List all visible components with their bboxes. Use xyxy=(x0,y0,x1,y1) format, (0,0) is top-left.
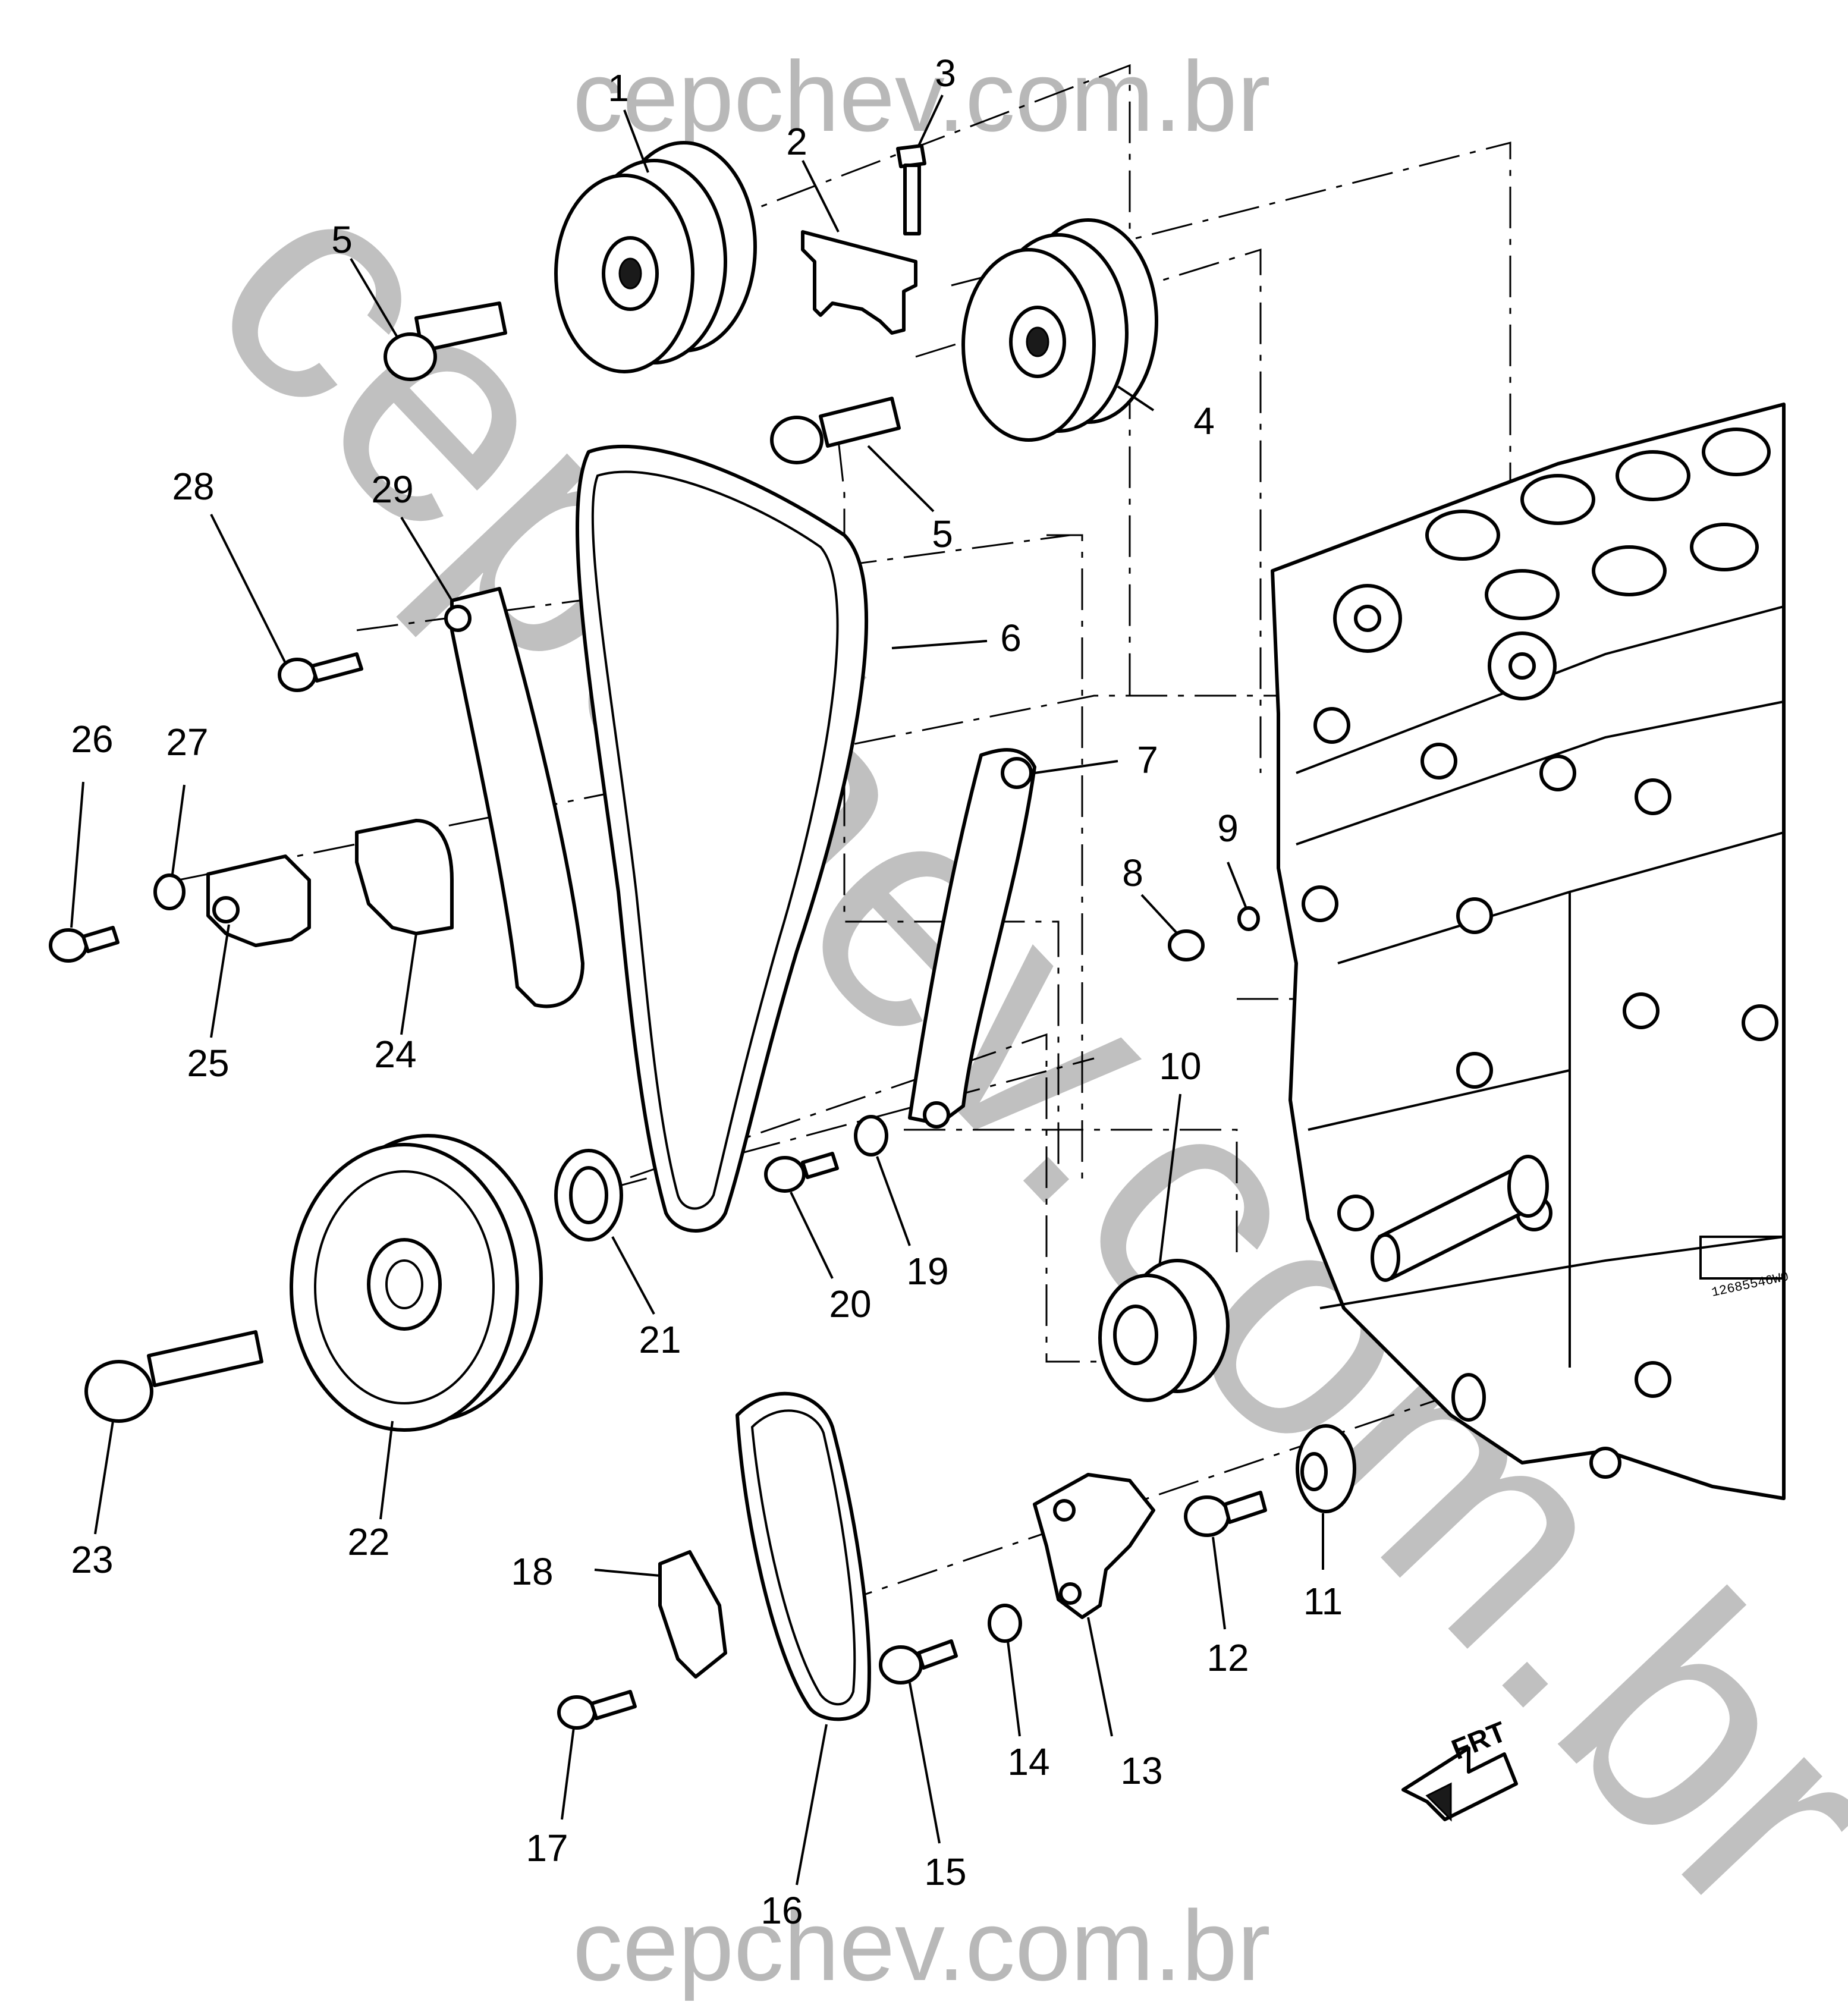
callout-9: 9 xyxy=(1217,807,1239,850)
callout-5-intake: 5 xyxy=(331,218,353,261)
tensioner-bolt-26 xyxy=(49,926,120,963)
callout-15: 15 xyxy=(924,1850,966,1893)
tensioner-spacer xyxy=(988,1604,1022,1643)
centerline-guide-lower xyxy=(904,1129,1238,1261)
centerline-guide xyxy=(1046,534,1083,1183)
watermark-top: cepchev.com.br xyxy=(573,40,1270,152)
callout-6: 6 xyxy=(1000,617,1022,659)
callout-25: 25 xyxy=(187,1042,229,1085)
crankshaft-front-seal xyxy=(554,1149,623,1242)
chain-guide-left xyxy=(444,587,584,1008)
callout-11: 11 xyxy=(1303,1580,1343,1623)
crankshaft-balancer xyxy=(290,1134,543,1432)
guide-bolt-20 xyxy=(764,1152,839,1193)
tensioner-spacer-27 xyxy=(153,873,186,910)
oil-pump-sprocket-bolt xyxy=(1184,1491,1267,1537)
callout-2: 2 xyxy=(786,120,807,163)
centerline-crank-seal xyxy=(630,1033,1165,1363)
timing-chain-tensioner xyxy=(206,854,311,947)
callout-17: 17 xyxy=(526,1827,568,1869)
bracket-bolt xyxy=(896,144,926,235)
callout-4: 4 xyxy=(1193,400,1215,442)
camshaft-bracket xyxy=(801,230,917,335)
callout-5-exhaust: 5 xyxy=(932,513,953,555)
guide-spacer-19 xyxy=(854,1115,888,1157)
cam-bolt-exhaust xyxy=(770,397,901,464)
intake-camshaft-sprocket xyxy=(554,141,757,373)
tensioner-gasket xyxy=(355,819,454,935)
tensioner-bolt xyxy=(879,1639,958,1685)
oil-pump-chain xyxy=(736,1391,871,1721)
callout-21: 21 xyxy=(639,1318,681,1361)
callout-22: 22 xyxy=(347,1520,389,1563)
callout-27: 27 xyxy=(166,721,208,763)
callout-1: 1 xyxy=(608,67,629,109)
callout-7: 7 xyxy=(1137,738,1158,781)
guide-bolt-28 xyxy=(278,652,363,692)
oil-pump-sprocket xyxy=(1296,1424,1356,1513)
seal-ring-9 xyxy=(1237,906,1260,931)
front-direction-indicator: FRT xyxy=(1401,1716,1518,1822)
callout-18: 18 xyxy=(511,1550,553,1593)
oil-pump-chain-tensioner xyxy=(1033,1473,1155,1619)
callout-19: 19 xyxy=(906,1250,948,1293)
watermark-bottom: cepchev.com.br xyxy=(573,1890,1270,2001)
centerline-exhaust-cam-upper xyxy=(951,142,1511,630)
callout-13: 13 xyxy=(1120,1749,1162,1792)
centerline-exhaust-cam xyxy=(915,248,1262,773)
chain-guide-right xyxy=(908,748,1036,1129)
callout-14: 14 xyxy=(1007,1740,1049,1783)
callout-23: 23 xyxy=(71,1538,113,1581)
callout-3: 3 xyxy=(935,52,956,95)
exhaust-camshaft-sprocket xyxy=(961,218,1158,442)
guide-bolt xyxy=(557,1690,637,1730)
centerline-intake-cam xyxy=(648,64,1131,702)
plug-8 xyxy=(1168,929,1205,961)
callout-8: 8 xyxy=(1122,851,1143,894)
callout-labels: 1 2 3 4 5 5 6 7 8 9 10 11 12 13 14 15 16… xyxy=(71,52,1343,1932)
callout-10: 10 xyxy=(1159,1045,1201,1088)
callout-26: 26 xyxy=(71,718,113,760)
callout-24: 24 xyxy=(374,1033,416,1076)
crankshaft-balancer-bolt xyxy=(84,1330,263,1423)
callout-28: 28 xyxy=(172,465,214,508)
camshaft-lobes xyxy=(1425,428,1771,620)
centerline-chain-upper xyxy=(837,439,1060,1165)
engine-block: 12685546W0 xyxy=(1271,403,1790,1500)
leader-lines xyxy=(70,95,1324,1885)
crankshaft-sprocket xyxy=(1098,1259,1230,1402)
callout-20: 20 xyxy=(829,1283,871,1325)
callout-29: 29 xyxy=(371,468,413,511)
callout-16: 16 xyxy=(760,1889,803,1932)
callout-12: 12 xyxy=(1206,1636,1249,1679)
cam-bolt-intake xyxy=(384,301,507,381)
timing-chain xyxy=(576,444,869,1233)
oil-pump-chain-guide xyxy=(658,1550,727,1679)
